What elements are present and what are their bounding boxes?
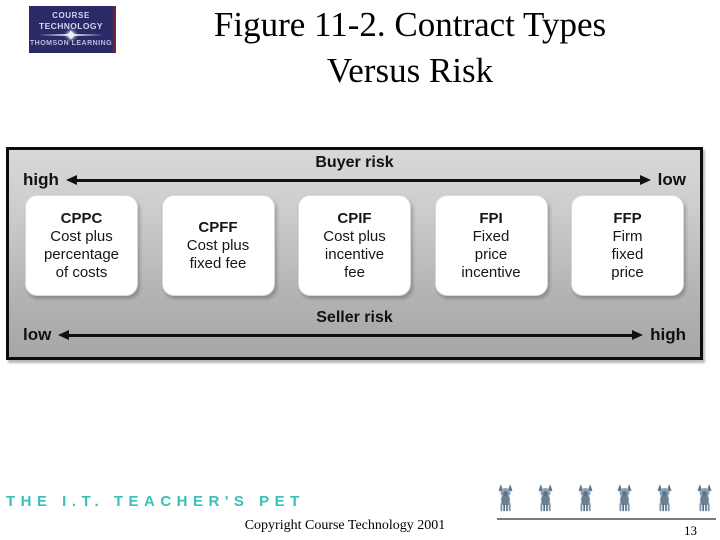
contract-abbr: FFP — [613, 209, 642, 227]
dog-icon — [498, 484, 513, 512]
logo-star-icon — [66, 30, 76, 40]
seller-risk-axis: Seller risk low high — [23, 308, 686, 344]
contract-abbr: CPPC — [60, 209, 103, 227]
dog-icon — [617, 484, 632, 512]
contract-types-diagram: Buyer risk high low CPPC Cost plus perce… — [6, 147, 703, 360]
buyer-risk-double-arrow-icon — [65, 174, 651, 186]
contract-abbr: CPFF — [198, 218, 238, 236]
arrow-shaft — [72, 179, 644, 182]
left-arrowhead-icon — [58, 330, 70, 340]
seller-risk-right-end-label: high — [650, 325, 686, 344]
logo-thomson-text: THOMSON LEARNING — [29, 40, 113, 47]
contract-description: Cost plus percentage of costs — [43, 227, 120, 281]
dog-icon — [657, 484, 672, 512]
seller-risk-double-arrow-icon — [58, 329, 644, 341]
contract-abbr: FPI — [479, 209, 503, 227]
contract-box-cpff: CPFF Cost plus fixed fee — [161, 195, 275, 296]
contract-description: Fixed price incentive — [461, 227, 521, 281]
contract-box-cppc: CPPC Cost plus percentage of costs — [25, 195, 138, 296]
logo-course-text: COURSE — [52, 11, 90, 20]
right-arrowhead-icon — [632, 330, 644, 340]
slide-title: Figure 11-2. Contract Types Versus Risk — [213, 5, 607, 90]
contract-description: Cost plus fixed fee — [186, 236, 250, 272]
dog-icon — [697, 484, 712, 512]
page-number: 13 — [684, 523, 697, 538]
course-technology-logo: COURSE TECHNOLOGY THOMSON LEARNING — [29, 6, 116, 53]
buyer-risk-label: Buyer risk — [315, 154, 394, 171]
contract-description: Cost plus incentive fee — [323, 227, 386, 281]
dog-figures-row — [497, 476, 713, 516]
contract-box-ffp: FFP Firm fixed price — [571, 195, 684, 296]
seller-risk-left-end-label: low — [23, 325, 52, 344]
buyer-risk-axis: Buyer risk high low — [23, 153, 686, 189]
dog-icon — [538, 484, 553, 512]
footer-divider-line — [497, 518, 716, 520]
teachers-pet-brand: THE I.T. TEACHER'S PET — [6, 493, 305, 510]
logo-technology-text: TECHNOLOGY — [39, 21, 103, 31]
seller-risk-label: Seller risk — [316, 309, 393, 326]
dog-icon — [578, 484, 593, 512]
contract-description: Firm fixed price — [611, 227, 644, 281]
copyright-text: Copyright Course Technology 2001 — [244, 518, 446, 533]
left-arrowhead-icon — [65, 175, 77, 185]
contract-box-fpi: FPI Fixed price incentive — [434, 195, 548, 296]
arrow-shaft — [65, 334, 637, 337]
contract-box-cpif: CPIF Cost plus incentive fee — [298, 195, 411, 296]
logo-divider — [38, 30, 104, 40]
buyer-risk-left-end-label: high — [23, 170, 59, 189]
buyer-risk-right-end-label: low — [657, 170, 686, 189]
contract-abbr: CPIF — [337, 209, 372, 227]
right-arrowhead-icon — [639, 175, 651, 185]
contract-type-boxes: CPPC Cost plus percentage of costs CPFF … — [9, 195, 700, 296]
